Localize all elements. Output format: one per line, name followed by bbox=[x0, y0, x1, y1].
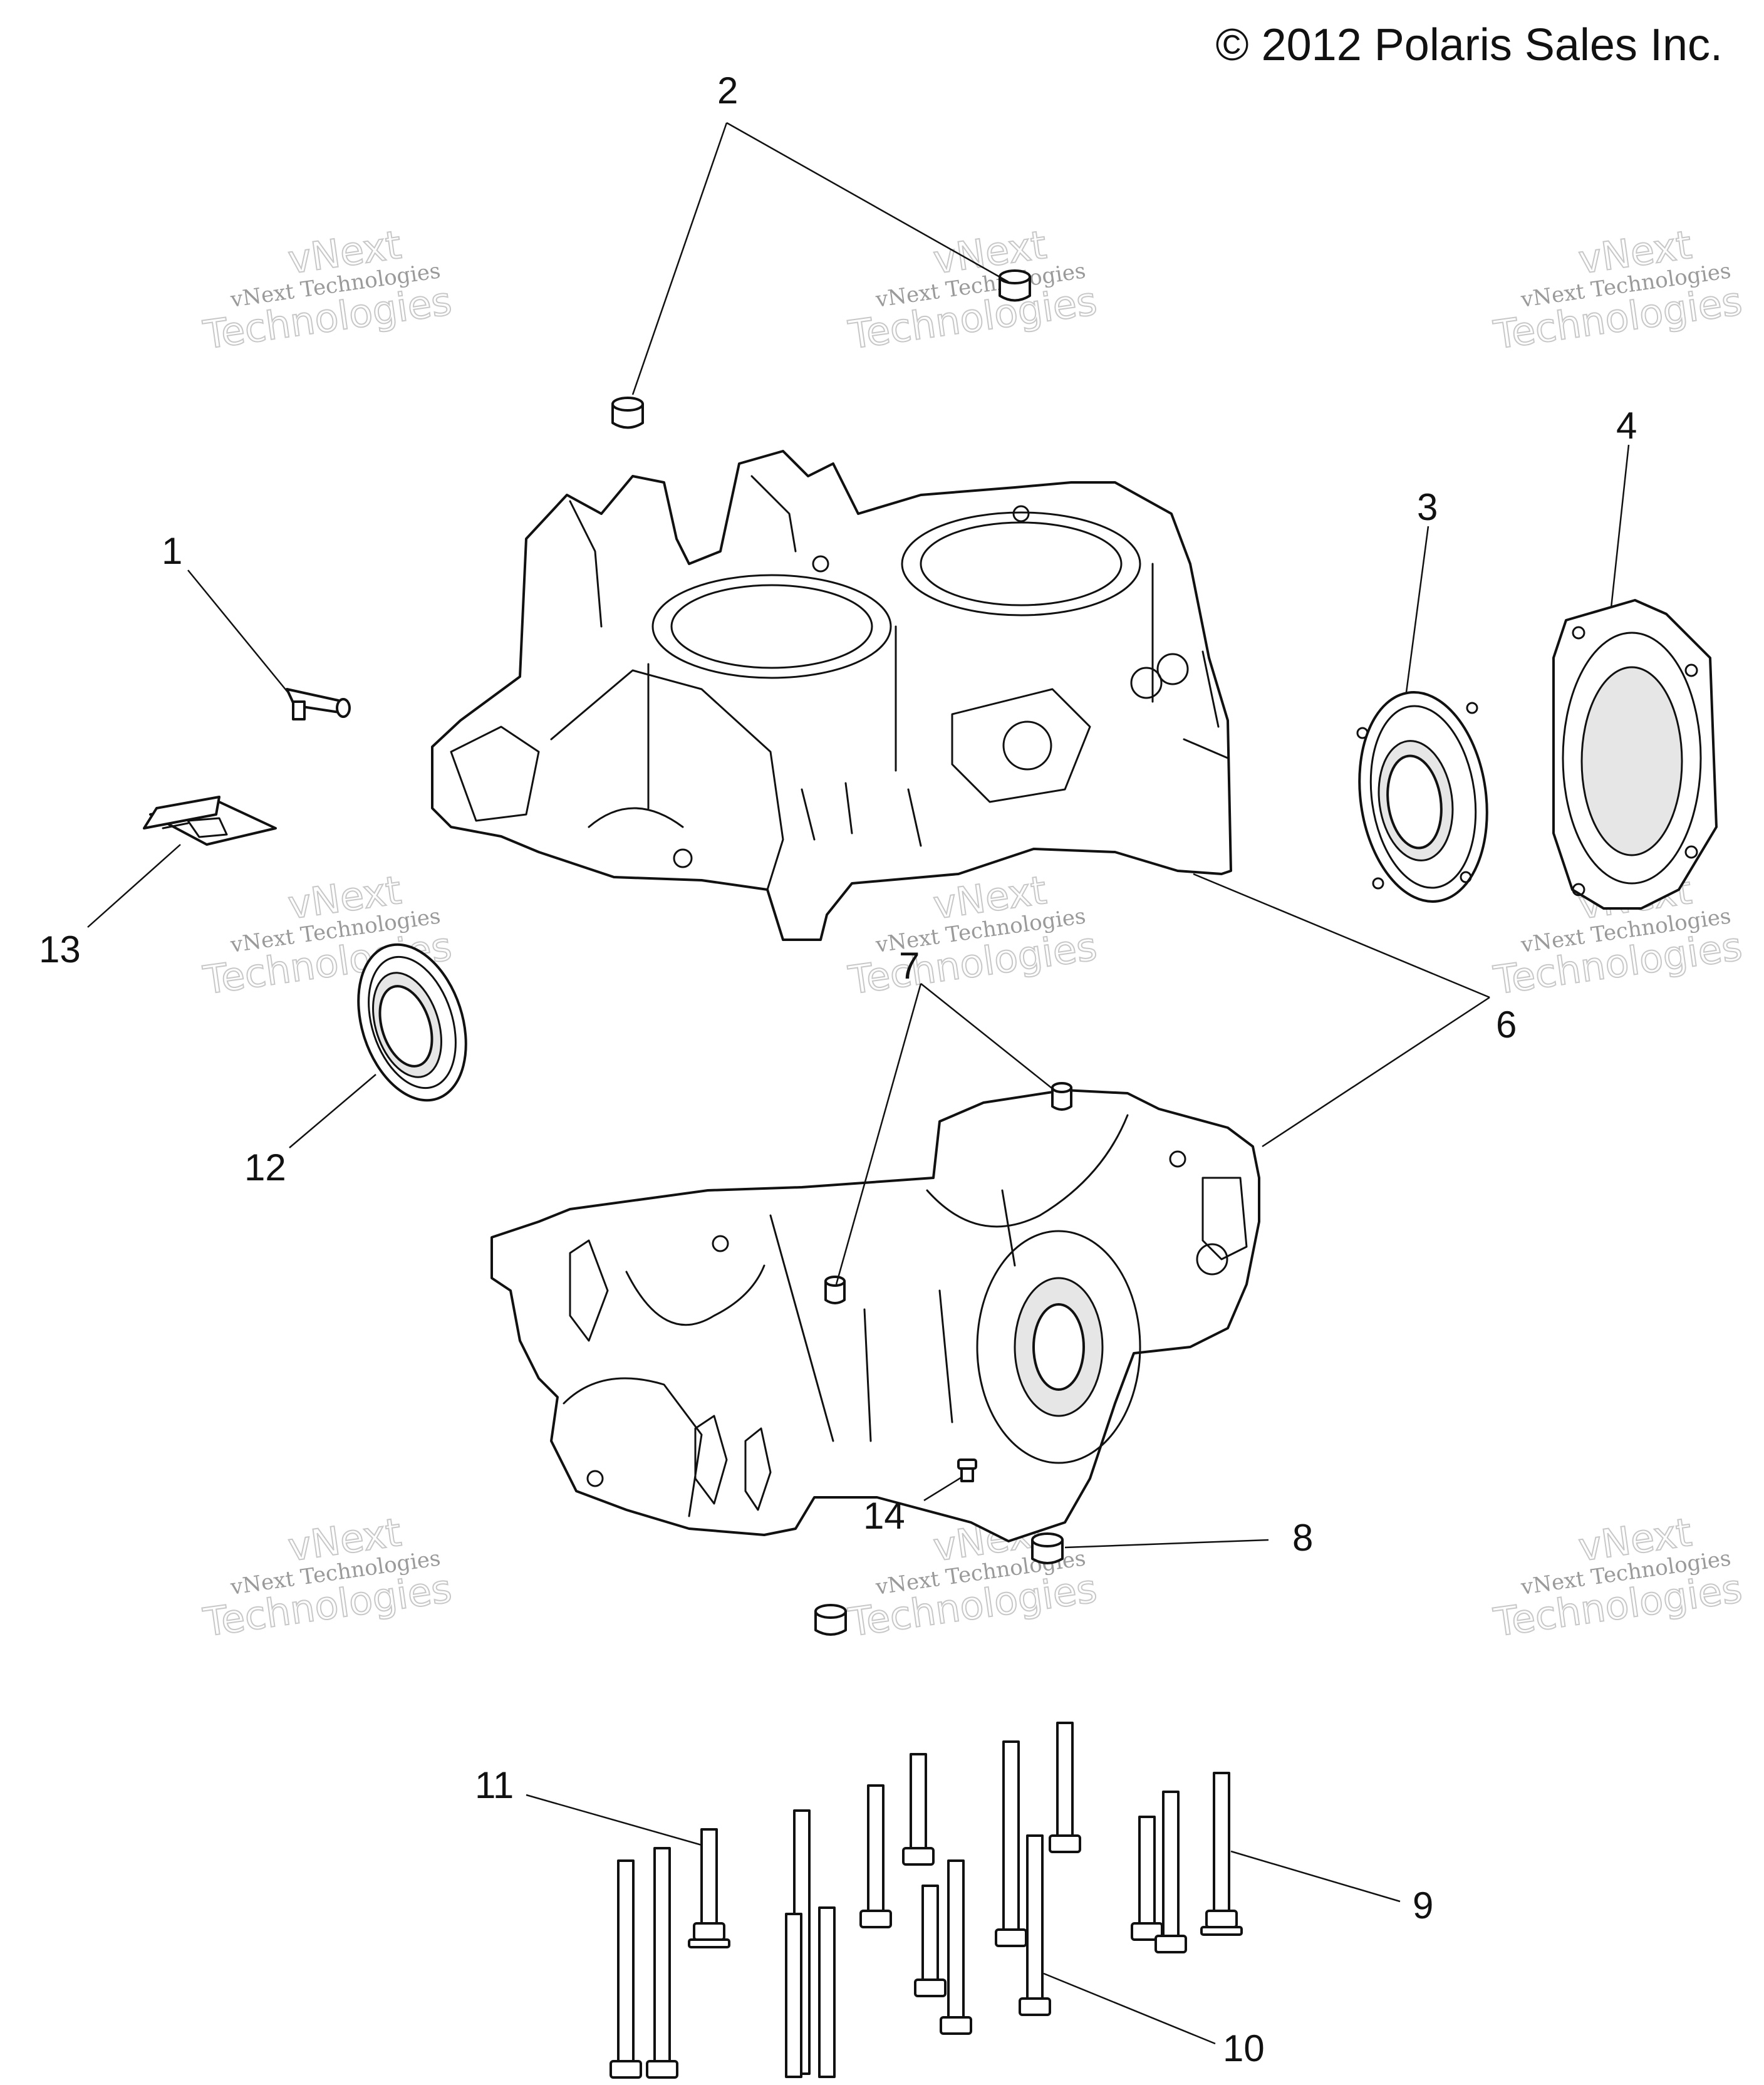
part-2-dowel[interactable] bbox=[999, 269, 1031, 302]
leader-line bbox=[726, 122, 1009, 283]
watermark: vNext Technologies vNext Technologies bbox=[1490, 221, 1746, 359]
leader-line bbox=[835, 983, 922, 1285]
part-10-bolt[interactable] bbox=[1019, 1834, 1051, 2016]
leader-line bbox=[1064, 1539, 1269, 1549]
part-bolt[interactable] bbox=[610, 1859, 642, 2079]
part-14-screw[interactable] bbox=[957, 1458, 977, 1482]
part-bolt[interactable] bbox=[1131, 1816, 1163, 1941]
leader-line bbox=[1610, 444, 1630, 608]
callout-6[interactable]: 6 bbox=[1496, 1004, 1517, 1046]
callout-2[interactable]: 2 bbox=[717, 70, 738, 112]
part-12-oil-seal[interactable] bbox=[340, 931, 484, 1115]
leader-line bbox=[1262, 996, 1490, 1148]
part-bolt[interactable] bbox=[902, 1753, 935, 1866]
leader-lines bbox=[87, 122, 1630, 2045]
part-bolt[interactable] bbox=[995, 1740, 1027, 1947]
callout-14[interactable]: 14 bbox=[863, 1495, 905, 1537]
callout-7[interactable]: 7 bbox=[899, 945, 920, 987]
part-bolt[interactable] bbox=[818, 1906, 836, 2078]
part-7-dowel-pin[interactable] bbox=[1051, 1082, 1072, 1111]
leader-line bbox=[187, 569, 290, 695]
leader-line bbox=[1043, 1972, 1216, 2045]
part-4-end-cover[interactable] bbox=[1552, 599, 1718, 910]
upper-crankcase[interactable] bbox=[431, 450, 1232, 941]
watermark: vNext Technologies vNext Technologies bbox=[200, 1509, 455, 1646]
callout-11[interactable]: 11 bbox=[475, 1764, 514, 1806]
leader-line bbox=[920, 983, 1055, 1091]
part-bolt[interactable] bbox=[646, 1847, 678, 2079]
part-bolt[interactable] bbox=[859, 1784, 892, 1928]
leader-line bbox=[526, 1794, 702, 1846]
part-bolt[interactable] bbox=[785, 1913, 802, 2078]
leader-line bbox=[1405, 526, 1429, 693]
copyright-text: © 2012 Polaris Sales Inc. bbox=[1216, 20, 1723, 70]
part-8-dowel[interactable] bbox=[1031, 1532, 1064, 1564]
callouts: 2 1 3 4 13 7 6 12 14 8 11 9 10 bbox=[39, 70, 1637, 2069]
callout-4[interactable]: 4 bbox=[1616, 405, 1637, 447]
callout-9[interactable]: 9 bbox=[1413, 1885, 1433, 1926]
leader-line bbox=[289, 1074, 376, 1148]
watermark: vNext Technologies vNext Technologies bbox=[845, 221, 1101, 359]
part-3-seal-plate[interactable] bbox=[1347, 684, 1500, 910]
part-7-dowel-pin[interactable] bbox=[824, 1276, 846, 1304]
part-bolt[interactable] bbox=[1154, 1791, 1187, 1953]
part-9-bolt[interactable] bbox=[1200, 1772, 1243, 1936]
part-11-bolt[interactable] bbox=[688, 1828, 730, 1948]
leader-line bbox=[923, 1476, 962, 1502]
callout-10[interactable]: 10 bbox=[1223, 2027, 1265, 2069]
part-bolt[interactable] bbox=[1049, 1722, 1081, 1853]
callout-13[interactable]: 13 bbox=[39, 928, 81, 970]
leader-line bbox=[1193, 873, 1490, 999]
lower-crankcase[interactable] bbox=[490, 1089, 1260, 1542]
callout-3[interactable]: 3 bbox=[1417, 486, 1438, 528]
part-2-dowel[interactable] bbox=[611, 397, 644, 429]
watermark: vNext Technologies vNext Technologies bbox=[200, 221, 455, 359]
part-13-sensor-bracket[interactable] bbox=[143, 796, 277, 846]
part-1-fitting[interactable] bbox=[286, 688, 351, 720]
bolt-group bbox=[610, 1722, 1243, 2079]
leader-line bbox=[87, 844, 181, 928]
part-bolt[interactable] bbox=[940, 1859, 972, 2035]
leader-line bbox=[631, 122, 728, 395]
leader-line bbox=[1230, 1850, 1401, 1903]
callout-12[interactable]: 12 bbox=[244, 1146, 286, 1188]
part-8-dowel[interactable] bbox=[814, 1604, 847, 1636]
callout-1[interactable]: 1 bbox=[162, 530, 182, 572]
part-bolt[interactable] bbox=[914, 1885, 947, 1997]
watermark: vNext Technologies vNext Technologies bbox=[1490, 1509, 1746, 1646]
callout-8[interactable]: 8 bbox=[1292, 1517, 1313, 1559]
